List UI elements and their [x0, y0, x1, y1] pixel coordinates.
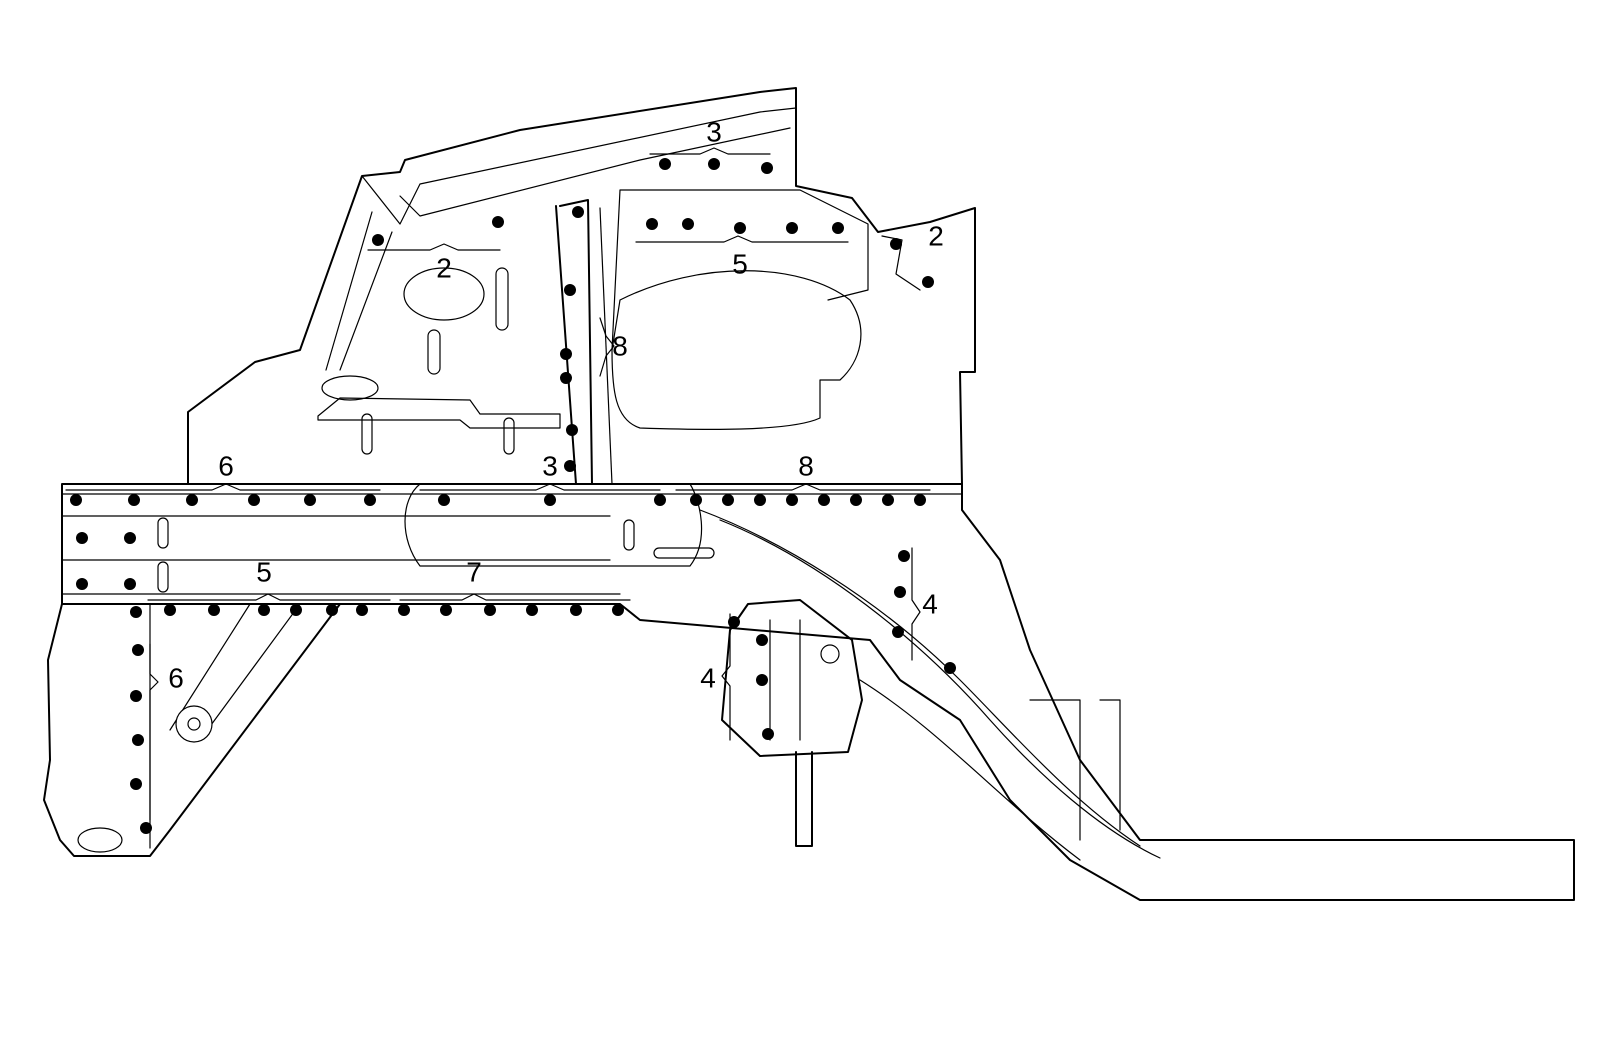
weld-spot: [570, 604, 582, 616]
shock-mount-bracket: [721, 599, 863, 757]
weld-spot: [756, 634, 768, 646]
weld-spot: [130, 606, 142, 618]
weld-spot: [756, 674, 768, 686]
wheelhouse-opening: [611, 270, 862, 431]
weld-spot: [708, 158, 720, 170]
callout-3-mid: 3: [542, 450, 558, 481]
weld-spot: [70, 494, 82, 506]
weld-spot: [130, 778, 142, 790]
weld-spot: [564, 460, 576, 472]
weld-spot: [646, 218, 658, 230]
weld-spot: [372, 234, 384, 246]
weld-spot: [566, 424, 578, 436]
weld-spot: [76, 578, 88, 590]
rear-lower-bracket: [43, 603, 341, 857]
weld-spot: [728, 616, 740, 628]
weld-spot: [564, 284, 576, 296]
roof-rail: [361, 107, 797, 225]
weld-spot: [690, 494, 702, 506]
callout-5-lower: 5: [256, 556, 272, 587]
callout-7: 7: [466, 556, 482, 587]
weld-spot: [832, 222, 844, 234]
weld-spot: [882, 494, 894, 506]
weld-spot: [659, 158, 671, 170]
weld-spot: [124, 578, 136, 590]
weld-spot: [132, 644, 144, 656]
weld-spot: [164, 604, 176, 616]
callout-2-left: 2: [436, 252, 452, 283]
weld-spot: [258, 604, 270, 616]
weld-spot: [786, 494, 798, 506]
weld-spot: [356, 604, 368, 616]
weld-spot: [484, 604, 496, 616]
weld-spot: [364, 494, 376, 506]
weld-spot: [850, 494, 862, 506]
upper-quarter-panel: [187, 87, 976, 485]
weld-spot: [140, 822, 152, 834]
weld-spot: [398, 604, 410, 616]
callout-8-pillar: 8: [612, 330, 628, 361]
weld-spot: [786, 222, 798, 234]
weld-spot: [560, 372, 572, 384]
weld-spot: [130, 690, 142, 702]
weld-spot: [132, 734, 144, 746]
callout-4-right: 4: [922, 588, 938, 619]
weld-spot: [326, 604, 338, 616]
weld-spot: [762, 728, 774, 740]
weld-spot: [894, 586, 906, 598]
sweep-rails: [699, 509, 1161, 861]
weld-spot: [922, 276, 934, 288]
weld-spot: [612, 604, 624, 616]
weld-spot: [440, 604, 452, 616]
main-side-rail: [61, 483, 1575, 901]
callout-2-right: 2: [928, 220, 944, 251]
weld-spot: [898, 550, 910, 562]
weld-points: [70, 158, 956, 834]
callout-3-top: 3: [706, 116, 722, 147]
weld-spot: [544, 494, 556, 506]
callout-6-top: 6: [218, 450, 234, 481]
structure-outline: [43, 87, 1575, 901]
callout-labels: 3 2 5 2 8 6 3 8 5 7 4 4 6: [168, 116, 944, 693]
c-pillar: [555, 199, 593, 485]
weld-spot: [186, 494, 198, 506]
callout-6-lower: 6: [168, 662, 184, 693]
weld-spot: [492, 216, 504, 228]
callout-4-mount: 4: [700, 662, 716, 693]
weld-spot: [682, 218, 694, 230]
weld-spot: [734, 222, 746, 234]
weld-spot: [248, 494, 260, 506]
weld-spot: [526, 604, 538, 616]
weld-spot: [890, 238, 902, 250]
weld-spot: [128, 494, 140, 506]
callout-brackets: [65, 147, 931, 821]
weld-spot: [654, 494, 666, 506]
weld-spot: [124, 532, 136, 544]
weld-spot: [438, 494, 450, 506]
weld-spot: [892, 626, 904, 638]
callout-5-top: 5: [732, 248, 748, 279]
callout-8-rail: 8: [798, 450, 814, 481]
weld-spot: [944, 662, 956, 674]
weld-spot: [818, 494, 830, 506]
mount-stud: [795, 751, 813, 847]
weld-spot: [914, 494, 926, 506]
weld-spot: [304, 494, 316, 506]
weld-spot: [290, 604, 302, 616]
weld-spot: [76, 532, 88, 544]
weld-spot: [722, 494, 734, 506]
weld-spot: [208, 604, 220, 616]
weld-spot: [761, 162, 773, 174]
weld-spot: [572, 206, 584, 218]
weld-spot: [560, 348, 572, 360]
weld-spot: [754, 494, 766, 506]
